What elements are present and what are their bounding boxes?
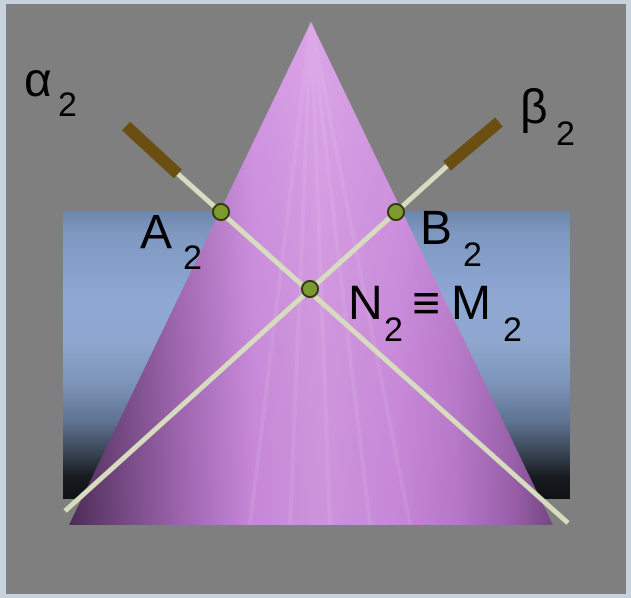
- label-b-sub: 2: [463, 236, 482, 274]
- line-alpha-ray: [176, 172, 570, 525]
- point-b: [387, 203, 405, 221]
- cone-facets: [248, 21, 412, 526]
- label-alpha-sub: 2: [58, 86, 77, 124]
- label-beta-main: β: [520, 81, 548, 134]
- label-nm: N 2 ≡ M 2: [348, 277, 522, 349]
- point-a: [212, 203, 230, 221]
- label-nm-main2: M: [451, 277, 491, 330]
- label-a: A 2: [140, 206, 202, 277]
- label-nm-sub1: 2: [384, 311, 403, 349]
- label-nm-sub2: 2: [503, 311, 522, 349]
- label-b: B 2: [420, 202, 482, 274]
- label-beta: β 2: [520, 81, 575, 153]
- label-a-main: A: [140, 206, 172, 259]
- label-nm-eq: ≡: [412, 277, 440, 330]
- label-alpha: α 2: [24, 54, 77, 124]
- line-beta: [63, 117, 503, 513]
- line-beta-stub: [443, 117, 503, 171]
- label-b-main: B: [420, 202, 452, 255]
- label-alpha-main: α: [24, 54, 52, 107]
- line-alpha-stub: [121, 121, 183, 179]
- point-nm: [301, 280, 319, 298]
- label-beta-sub: 2: [556, 115, 575, 153]
- label-nm-main1: N: [348, 277, 383, 330]
- line-beta-ray: [63, 164, 449, 513]
- label-a-sub: 2: [183, 239, 202, 277]
- line-alpha: [121, 121, 570, 525]
